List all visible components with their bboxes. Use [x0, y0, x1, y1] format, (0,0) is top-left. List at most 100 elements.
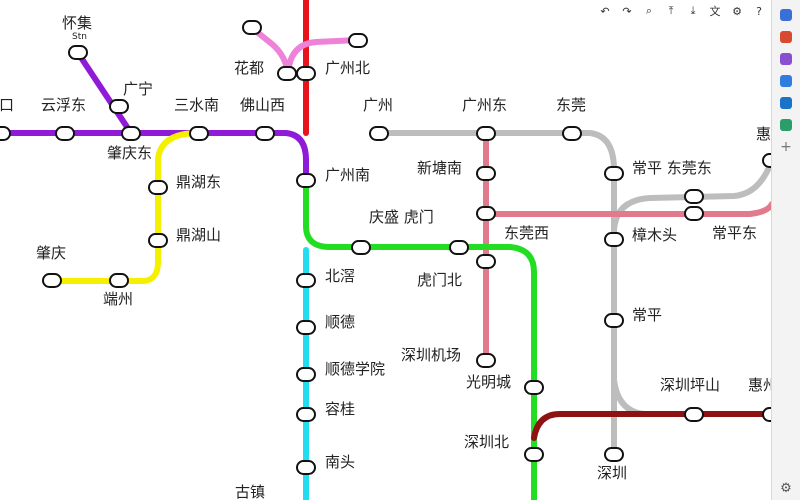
station-guangzhou[interactable] [369, 126, 389, 141]
label-huizhou-top: 惠 [756, 125, 771, 143]
label-guangzhou: 广州 [363, 96, 393, 114]
station-sanshuinan[interactable] [189, 126, 209, 141]
label-beijiao: 北滘 [325, 267, 355, 285]
help-button[interactable]: ? [748, 0, 770, 22]
upload-button[interactable]: ⤒ [660, 0, 682, 22]
label-changping: 常平 [632, 306, 662, 324]
station-zhaoqingdong[interactable] [121, 126, 141, 141]
yellow-line [49, 130, 202, 284]
station-xintangnan[interactable] [476, 166, 496, 181]
sidebar-add[interactable]: + [772, 136, 800, 158]
station-foshanxi[interactable] [255, 126, 275, 141]
sidebar-tree[interactable] [772, 114, 800, 136]
station-guangmingcheng[interactable] [476, 353, 496, 368]
tree-icon [780, 119, 792, 131]
label-nantou: 南头 [325, 453, 355, 471]
station-changping-top[interactable] [604, 166, 624, 181]
purple-line [0, 130, 309, 184]
sidebar-copilot[interactable] [772, 70, 800, 92]
label-shenzhen: 深圳 [597, 464, 627, 482]
station-guangzhounan[interactable] [296, 173, 316, 188]
translate-icon: 文 [709, 5, 721, 18]
station-shenzhen[interactable] [604, 447, 624, 462]
station-humen[interactable] [449, 240, 469, 255]
station-jiangkou[interactable] [0, 126, 11, 141]
translate-button[interactable]: 文 [704, 0, 726, 22]
station-beijiao[interactable] [296, 273, 316, 288]
station-changpingdong-a[interactable] [684, 206, 704, 221]
station-huizhou-top[interactable] [762, 153, 772, 168]
label-dinghudong: 鼎湖东 [176, 173, 221, 191]
station-duanzhou[interactable] [109, 273, 129, 288]
label-zhaoqing: 肇庆 [36, 244, 66, 262]
station-zhangmutou[interactable] [604, 232, 624, 247]
label-shenzhenbei: 深圳北 [464, 433, 509, 451]
station-dongguandong[interactable] [684, 189, 704, 204]
sidebar-person[interactable] [772, 48, 800, 70]
sidebar-settings[interactable]: ⚙ [772, 481, 800, 496]
settings-button[interactable]: ⚙ [726, 0, 748, 22]
station-changping[interactable] [604, 313, 624, 328]
copilot-icon [780, 75, 792, 87]
station-guangning[interactable] [109, 99, 129, 114]
map-toolbar: ↶ ↷ ⌕ ⤒ ⤓ 文 ⚙ ? [594, 0, 770, 22]
station-guangzhoudong[interactable] [476, 126, 496, 141]
purple-line-huaiji [75, 50, 134, 136]
label-zhaoqingdong: 肇庆东 [107, 144, 152, 162]
station-humenbei[interactable] [476, 254, 496, 269]
label-yunfudong: 云浮东 [41, 96, 86, 114]
sidebar-briefcase[interactable] [772, 26, 800, 48]
redo-icon: ↷ [622, 4, 632, 18]
station-huadu[interactable] [277, 66, 297, 81]
gear-icon: ⚙ [780, 481, 792, 496]
download-icon: ⤓ [690, 4, 696, 17]
station-nantou[interactable] [296, 460, 316, 475]
label-qingsheng-humen: 庆盛 虎门 [369, 208, 434, 226]
station-dongguan[interactable] [562, 126, 582, 141]
station-zhaoqing[interactable] [42, 273, 62, 288]
station-qingsheng[interactable] [351, 240, 371, 255]
label-guangzhoubei: 广州北 [325, 59, 370, 77]
green-line [303, 178, 537, 500]
browser-sidebar: + ⚙ [771, 0, 800, 500]
plus-icon: + [780, 139, 792, 155]
sidebar-outlook[interactable] [772, 92, 800, 114]
station-yunfudong[interactable] [55, 126, 75, 141]
redo-button[interactable]: ↷ [616, 0, 638, 22]
zoom-button[interactable]: ⌕ [638, 0, 660, 22]
undo-button[interactable]: ↶ [594, 0, 616, 22]
label-sanshuinan: 三水南 [174, 96, 219, 114]
station-shunde[interactable] [296, 320, 316, 335]
label-ronggui: 容桂 [325, 400, 355, 418]
label-zhangmutou: 樟木头 [632, 226, 677, 244]
label-shenzhenjichang: 深圳机场 [401, 346, 461, 364]
station-shenzhenpingshan[interactable] [684, 407, 704, 422]
grey-line-south [611, 377, 648, 417]
station-guangzhoubei[interactable] [296, 66, 316, 81]
station-huaiji[interactable] [68, 45, 88, 60]
station-xintangnan-2[interactable] [476, 206, 496, 221]
label-jiangkou: 江口 [0, 96, 14, 114]
zoom-icon: ⌕ [645, 4, 653, 17]
label-xintangnan: 新塘南 [417, 159, 462, 177]
label-shundexueyuan: 顺德学院 [325, 360, 385, 378]
upload-icon: ⤒ [668, 4, 674, 17]
label-guzhen: 古镇 [235, 483, 265, 500]
label-guangning: 广宁 [123, 80, 153, 98]
station-shenzhenbei[interactable] [524, 447, 544, 462]
label-shunde: 顺德 [325, 313, 355, 331]
sidebar-tag[interactable] [772, 4, 800, 26]
label-huadu: 花都 [234, 59, 264, 77]
station-dinghudong[interactable] [148, 180, 168, 195]
download-button[interactable]: ⤓ [682, 0, 704, 22]
station-dinghushan[interactable] [148, 233, 168, 248]
station-pink-top[interactable] [242, 20, 262, 35]
station-ronggui[interactable] [296, 407, 316, 422]
station-green-mid[interactable] [524, 380, 544, 395]
metro-map[interactable]: 怀集 Stn 广宁 江口 云浮东 肇庆东 三水南 佛山西 广州 广州东 东莞 花… [0, 0, 772, 500]
station-pink-right[interactable] [348, 33, 368, 48]
label-changping-dongguandong: 常平 东莞东 [632, 159, 712, 177]
station-huizhou-bottom[interactable] [762, 407, 772, 422]
label-shenzhenpingshan: 深圳坪山 [660, 376, 720, 394]
station-shundexueyuan[interactable] [296, 367, 316, 382]
